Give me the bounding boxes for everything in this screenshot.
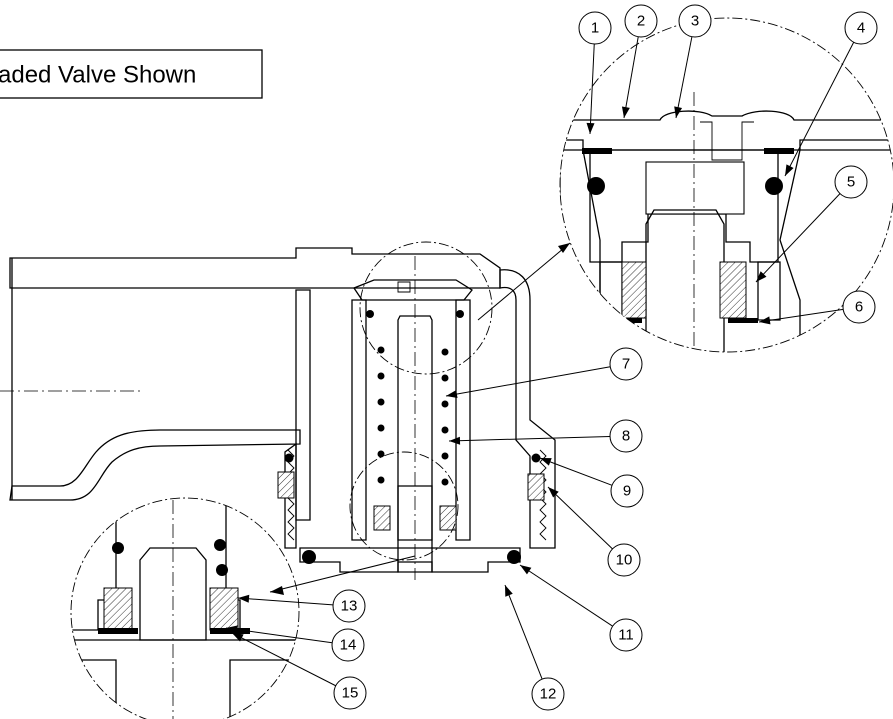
balloon-arrowhead-12: [505, 585, 513, 597]
balloon-arrowhead-9: [540, 458, 552, 466]
title-text: aded Valve Shown: [0, 62, 196, 89]
balloon-leader-11: [519, 564, 613, 627]
balloon-label-4: 4: [857, 20, 865, 37]
balloon-arrowhead-14: [226, 625, 238, 634]
balloon-8: [609, 419, 643, 453]
balloon-label-12: 12: [540, 686, 557, 703]
balloon-11: [609, 618, 643, 652]
balloon-label-8: 8: [622, 428, 630, 445]
balloon-label-1: 1: [591, 20, 599, 37]
balloon-label-9: 9: [623, 483, 631, 500]
detail-view-top: [559, 17, 893, 353]
balloon-label-5: 5: [847, 174, 855, 191]
balloon-leader-8: [448, 435, 611, 442]
balloon-label-11: 11: [618, 627, 634, 644]
balloon-leader-4: [784, 42, 855, 177]
balloon-label-6: 6: [855, 299, 863, 316]
balloon-label-3: 3: [691, 13, 699, 30]
balloon-leader-15: [231, 632, 336, 687]
balloon-13: [332, 589, 366, 623]
balloon-arrowhead-5: [756, 271, 767, 282]
balloon-arrowhead-6: [759, 316, 771, 325]
balloon-leader-5: [755, 193, 841, 283]
balloon-10: [607, 543, 641, 577]
detail-view-bottom: [70, 497, 300, 719]
balloon-5: [834, 165, 868, 199]
balloon-9: [610, 474, 644, 508]
balloon-3: [678, 4, 712, 38]
balloon-label-15: 15: [342, 685, 359, 702]
balloon-leader-3: [675, 36, 693, 119]
balloon-leader-14: [225, 627, 333, 644]
balloon-leader-2: [623, 36, 639, 119]
balloon-arrowhead-4: [785, 164, 794, 176]
balloon-arrowhead-3: [674, 106, 683, 118]
balloon-arrowhead-10: [548, 487, 559, 498]
balloon-1: [578, 11, 612, 45]
balloon-leader-10: [547, 486, 613, 550]
balloon-arrowhead-2: [621, 106, 630, 118]
balloon-label-2: 2: [637, 13, 645, 30]
balloon-arrowhead-7: [446, 390, 458, 399]
balloon-arrowhead-8: [449, 436, 461, 445]
balloon-arrowhead-1: [586, 122, 595, 134]
balloon-leader-6: [758, 308, 844, 323]
balloon-leader-7: [445, 366, 611, 397]
valve-body: [0, 241, 556, 580]
balloon-leader-13: [237, 597, 334, 606]
balloon-leader-1: [589, 43, 595, 135]
balloon-2: [624, 4, 658, 38]
balloon-14: [331, 628, 365, 662]
balloon-label-7: 7: [622, 356, 630, 373]
balloon-7: [609, 347, 643, 381]
balloon-arrowhead-11: [520, 565, 532, 575]
balloon-label-13: 13: [341, 598, 358, 615]
balloon-arrowhead-13: [238, 594, 250, 603]
balloon-arrowhead-15: [232, 633, 244, 642]
balloon-6: [842, 290, 876, 324]
balloon-12: [531, 677, 565, 711]
title-box: aded Valve Shown: [0, 49, 263, 99]
balloon-label-10: 10: [616, 552, 633, 569]
callout-leaders: [269, 242, 571, 595]
balloon-label-14: 14: [340, 637, 357, 654]
balloon-4: [844, 11, 878, 45]
balloon-leader-12: [504, 584, 543, 680]
balloon-15: [333, 676, 367, 710]
balloon-leader-9: [539, 457, 613, 486]
